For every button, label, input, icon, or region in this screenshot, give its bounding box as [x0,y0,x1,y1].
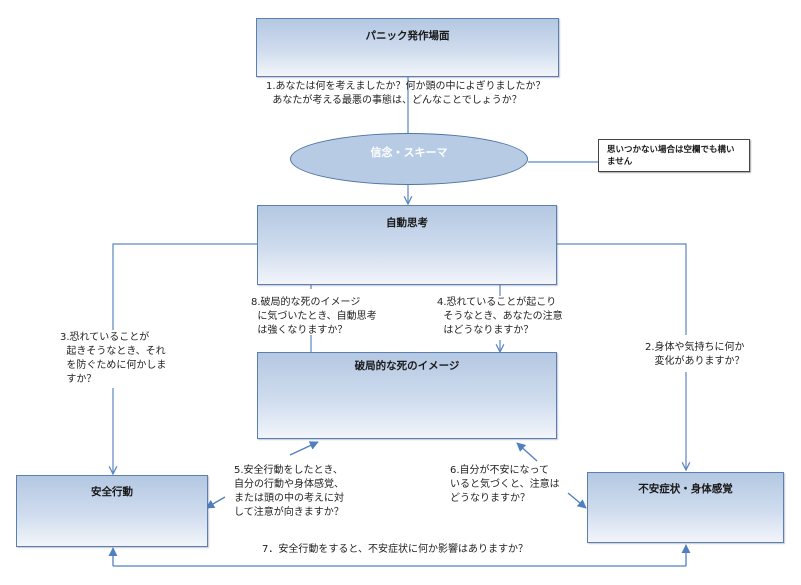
node-belief-schema: 信念・スキーマ [290,133,528,185]
connector-auto-to-anxiety [557,243,687,335]
node-catastrophic-image-label: 破局的な死のイメージ [354,360,460,372]
question-8: 8.破局的な死のイメージ に気づいたとき、自動思考 は強くなりますか？ [251,297,377,336]
question-1: 1.あなたは何を考えましたか？何か頭の中によぎりましたか？ あなたが考える最悪の… [266,81,546,106]
node-safety-behavior: 安全行動 [16,475,208,547]
node-safety-behavior-label: 安全行動 [91,486,133,498]
node-automatic-thoughts-label: 自動思考 [386,217,428,229]
node-panic-scene: パニック発作場面 [256,18,559,77]
node-anxiety-symptoms: 不安症状・身体感覚 [587,472,784,543]
connector-q5-to-image [289,441,319,456]
connector-q6-to-anxiety [567,492,587,509]
node-automatic-thoughts: 自動思考 [257,205,557,285]
question-3: 3.恐れていることが 起きそうなとき、それ を防ぐために何かしま すか？ [60,332,167,385]
note-box: 思いつかない場合は空欄でも構いません [598,139,750,172]
node-catastrophic-image: 破局的な死のイメージ [257,352,557,439]
question-5: 5.安全行動をしたとき、 自分の行動や身体感覚、 または頭の中の考えに対 して注… [234,465,344,518]
node-belief-schema-label: 信念・スキーマ [370,146,448,159]
connector-auto-to-safety [112,243,257,330]
connector-q5-to-safety [205,496,226,509]
question-7: 7．安全行動をすると、不安症状に何か影響はありますか？ [262,544,528,555]
node-anxiety-symptoms-label: 不安症状・身体感覚 [638,483,733,495]
note-text: 思いつかない場合は空欄でも構いません [607,145,735,167]
question-4: 4.恐れていることが起こり そうなとき、あなたの注意 はどうなりますか？ [437,297,563,336]
question-6: 6.自分が不安になって いると気づくと、注意は どうなりますか？ [450,465,560,504]
connector-q6-to-image [516,442,538,462]
question-2: 2.身体や気持ちに何か 変化がありますか？ [645,342,745,367]
node-panic-scene-label: パニック発作場面 [365,30,450,42]
